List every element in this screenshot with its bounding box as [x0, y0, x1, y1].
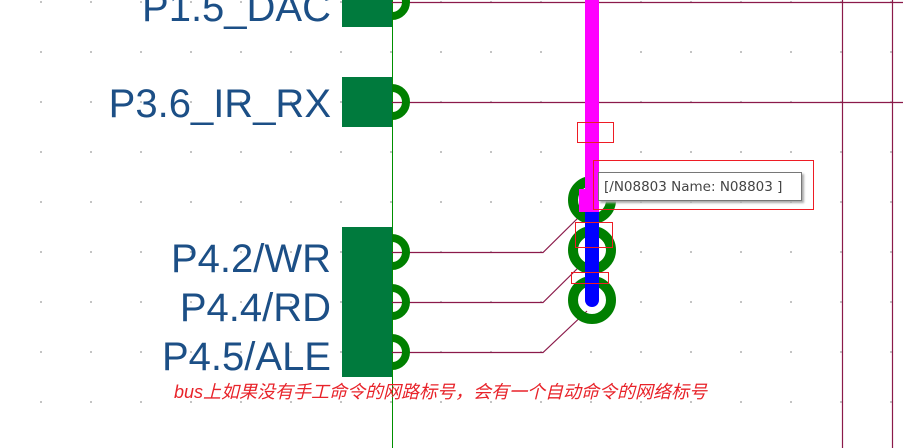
- tooltip-highlight-box: [593, 160, 814, 210]
- highlight-box: [571, 272, 609, 284]
- wire-p4-4[interactable]: [392, 261, 585, 304]
- annotation-text: bus上如果没有手工命令的网路标号，会有一个自动命令的网络标号: [174, 382, 708, 402]
- pin-label-p1-5: P1.5_DAC: [142, 0, 331, 30]
- bus-blue[interactable]: [585, 205, 599, 300]
- pin-label-p4-5: P4.5/ALE: [161, 335, 331, 379]
- pin-label-p4-4: P4.4/RD: [179, 286, 331, 330]
- pin-body-p1-5[interactable]: [342, 0, 392, 27]
- pin-body-p4-group[interactable]: [342, 227, 392, 377]
- net-name-tooltip: [/N08803 Name: N08803 ]: [598, 172, 802, 201]
- bus-blue-end: [585, 293, 599, 307]
- pin-ring-p4-4[interactable]: [391, 284, 410, 320]
- bus-selected[interactable]: [585, 0, 599, 212]
- pin-label-p4-2: P4.2/WR: [170, 237, 331, 281]
- pin-ring-p4-5[interactable]: [391, 334, 410, 370]
- pin-ring-p4-2[interactable]: [391, 234, 410, 270]
- pin-ring-p3-6[interactable]: [391, 84, 410, 120]
- bus-selected-step: [579, 189, 587, 212]
- wire-p4-5[interactable]: [392, 310, 588, 354]
- highlight-box: [577, 122, 614, 143]
- highlight-box: [575, 222, 613, 248]
- pin-label-p3-6: P3.6_IR_RX: [108, 82, 331, 126]
- pin-ring-p1-5[interactable]: [391, 0, 410, 20]
- pin-body-p3-6[interactable]: [342, 77, 392, 127]
- wire-p4-2[interactable]: [392, 212, 584, 254]
